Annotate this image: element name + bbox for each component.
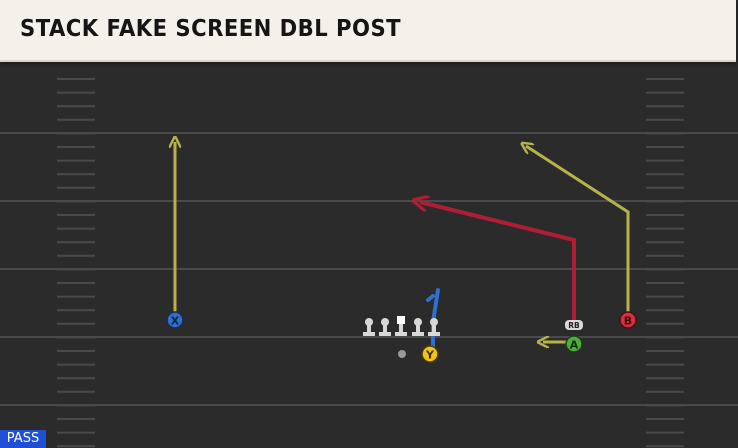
center-icon xyxy=(395,316,407,336)
running-back-badge: RB xyxy=(565,320,583,330)
receiver-y-label: Y xyxy=(425,349,435,362)
receiver-a-button[interactable]: A xyxy=(565,335,583,353)
lineman-icon xyxy=(428,318,440,336)
hash-marks-left xyxy=(57,78,95,448)
receiver-a-label: A xyxy=(570,339,579,352)
lineman-icon xyxy=(363,318,375,336)
receiver-b-button[interactable]: B xyxy=(619,311,637,329)
play-type-badge: PASS xyxy=(0,430,46,448)
offensive-line xyxy=(363,316,440,358)
play-title-bar: STACK FAKE SCREEN DBL POST xyxy=(0,0,736,62)
quarterback-marker xyxy=(398,350,406,358)
route-rb-post xyxy=(420,202,576,323)
play-title: STACK FAKE SCREEN DBL POST xyxy=(20,16,402,42)
route-b-post xyxy=(526,146,630,318)
yard-lines xyxy=(0,132,738,406)
receiver-y-button[interactable]: Y xyxy=(421,345,439,363)
lineman-icon xyxy=(412,318,424,336)
hash-marks-right xyxy=(646,78,684,448)
running-back-label: RB xyxy=(568,321,580,330)
receiver-b-label: B xyxy=(624,315,632,328)
lineman-icon xyxy=(379,318,391,336)
receiver-x-label: X xyxy=(171,315,180,328)
receiver-x-button[interactable]: X xyxy=(166,311,184,329)
